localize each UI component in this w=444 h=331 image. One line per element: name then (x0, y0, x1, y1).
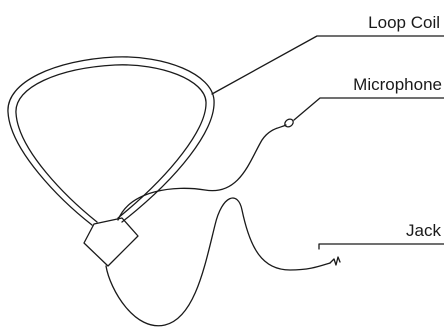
jack-label: Jack (406, 221, 441, 240)
callouts (211, 35, 444, 250)
loop-coil-inner-line (15, 64, 207, 223)
jack-assembly (105, 197, 341, 327)
microphone-assembly (117, 118, 294, 221)
jack-cable (105, 197, 331, 327)
jack-plug (329, 256, 341, 266)
loop-coil (7, 56, 215, 226)
loop-coil-label: Loop Coil (368, 13, 440, 32)
loop-coil-outer-line (7, 56, 215, 226)
microphone-capsule (284, 118, 294, 128)
headset-body (83, 217, 139, 267)
jack-leader-line (318, 243, 444, 250)
microphone-leader-line (293, 97, 444, 121)
microphone-label: Microphone (353, 75, 442, 94)
microphone-cable (117, 124, 287, 221)
loop-coil-leader-line (211, 35, 444, 95)
